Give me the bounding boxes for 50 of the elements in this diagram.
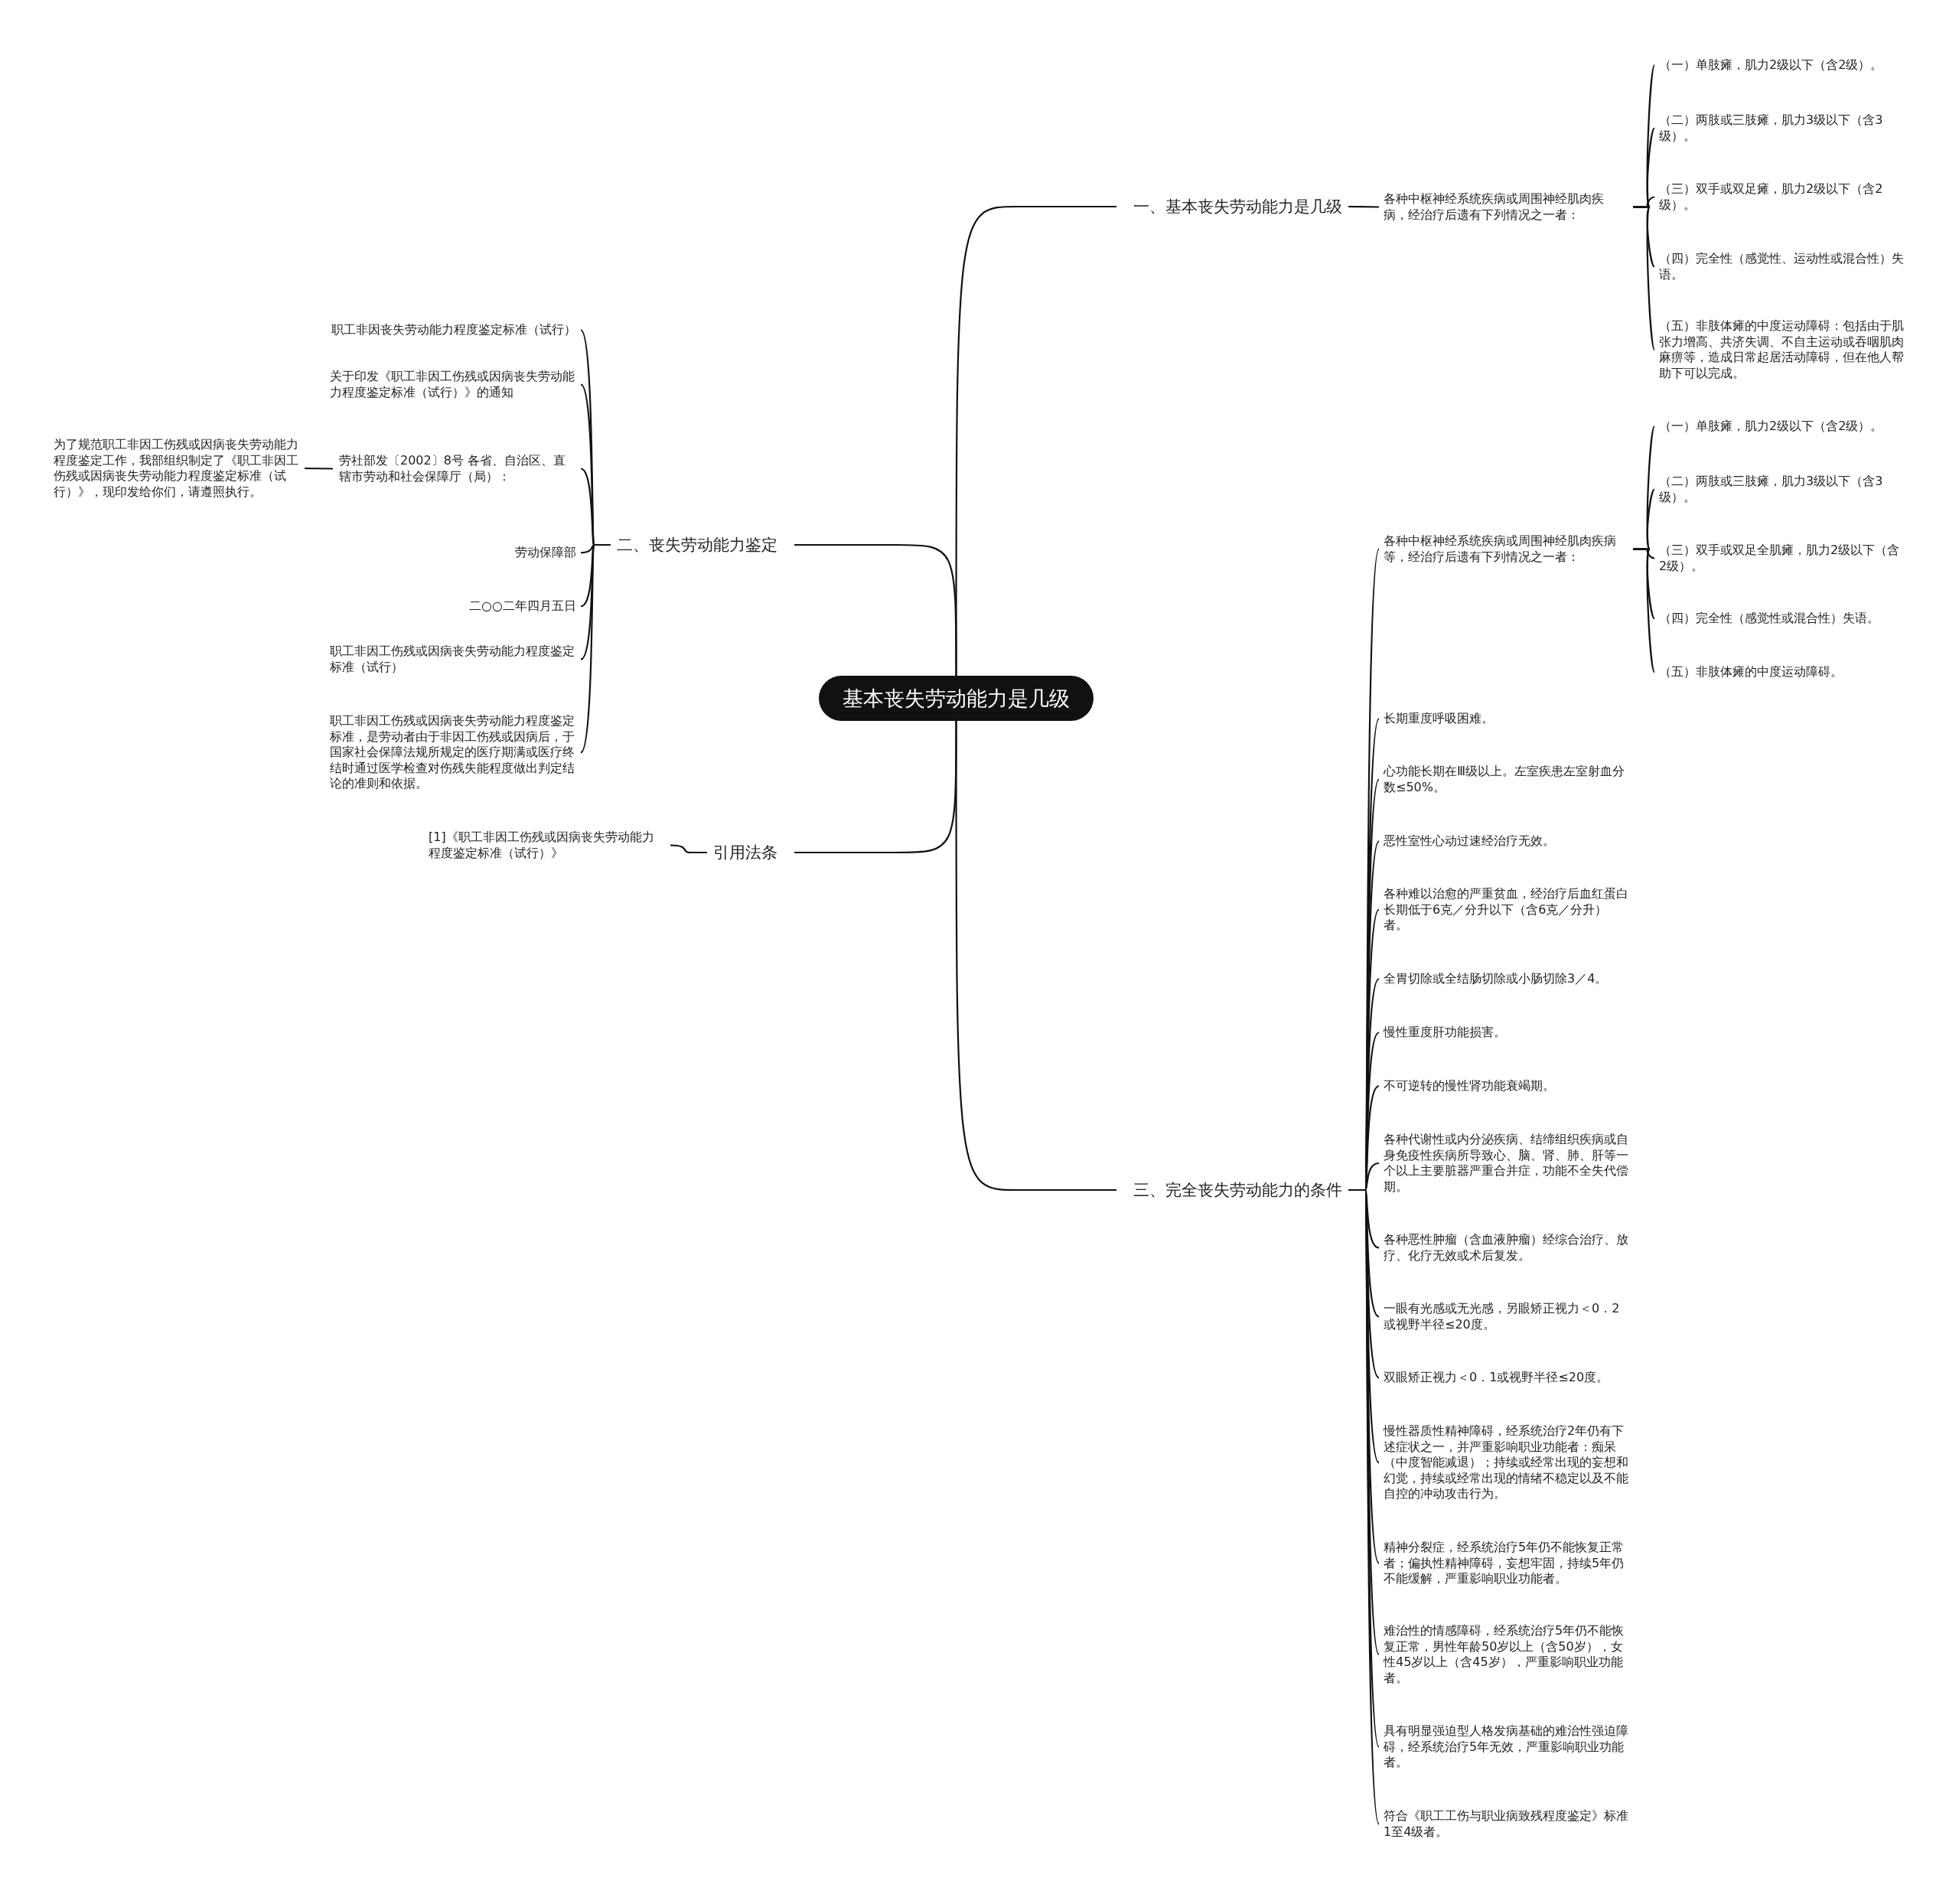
topic-text: 职工非因丧失劳动能力程度鉴定标准（试行） <box>331 322 576 338</box>
topic-text: （三）双手或双足全肌瘫，肌力2级以下（含2级）。 <box>1659 543 1905 574</box>
branch-topic: 二、丧失劳动能力鉴定 <box>617 536 777 554</box>
connector-line <box>670 844 707 854</box>
connector-line <box>1348 205 1379 208</box>
connector-line <box>1633 548 1655 673</box>
connector-line <box>794 543 957 676</box>
topic-text: 慢性重度肝功能损害。 <box>1384 1025 1506 1041</box>
topic-text: 职工非因工伤残或因病丧失劳动能力程度鉴定标准，是劳动者由于非因工伤残或因病后，于国家社会保障法规所规定的医疗期满或医疗终结时通过医学检查对伤残失能程度做出判定结论的准则和依据。 <box>330 713 576 792</box>
topic-text: [1]《职工非因工伤残或因病丧失劳动能力程度鉴定标准（试行）》 <box>429 830 666 861</box>
topic-text: 恶性室性心动过速经治疗无效。 <box>1384 833 1555 849</box>
topic-text: 二○○二年四月五日 <box>469 598 576 615</box>
connector-line <box>580 543 611 753</box>
connector-line <box>794 721 957 854</box>
topic-text: 不可逆转的慢性肾功能衰竭期。 <box>1384 1078 1555 1094</box>
branch-topic: 三、完全丧失劳动能力的条件 <box>1133 1181 1342 1199</box>
topic-text: 符合《职工工伤与职业病致残程度鉴定》标准1至4级者。 <box>1384 1808 1630 1840</box>
topic-text: 劳动保障部 <box>515 545 576 561</box>
topic-text: 各种中枢神经系统疾病或周围神经肌肉疾病等，经治疗后遗有下列情况之一者： <box>1384 533 1627 565</box>
central-topic: 基本丧失劳动能力是几级 <box>819 676 1094 721</box>
topic-text: 各种恶性肿瘤（含血液肿瘤）经综合治疗、放疗、化疗无效或术后复发。 <box>1384 1232 1630 1263</box>
topic-text: 劳社部发〔2002〕8号 各省、自治区、直辖市劳动和社会保障厅（局）： <box>339 453 576 484</box>
topic-text: （五）非肢体瘫的中度运动障碍。 <box>1659 664 1843 680</box>
topic-text: 全胃切除或全结肠切除或小肠切除3／4。 <box>1384 971 1608 987</box>
topic-text: 双眼矫正视力＜0．1或视野半径≤20度。 <box>1384 1370 1609 1386</box>
branch-topic: 引用法条 <box>713 843 777 862</box>
topic-text: 职工非因工伤残或因病丧失劳动能力程度鉴定标准（试行） <box>330 644 576 675</box>
connector-line <box>1633 206 1655 350</box>
topic-text: 具有明显强迫型人格发病基础的难治性强迫障碍，经系统治疗5年无效，严重影响职业功能者。 <box>1384 1723 1630 1771</box>
topic-text: 各种中枢神经系统疾病或周围神经肌肉疾病，经治疗后遗有下列情况之一者： <box>1384 191 1627 223</box>
branch-topic: 一、基本丧失劳动能力是几级 <box>1133 197 1342 216</box>
topic-text: 一眼有光感或无光感，另眼矫正视力＜0．2或视野半径≤20度。 <box>1384 1301 1630 1332</box>
topic-text: （三）双手或双足瘫，肌力2级以下（含2级）。 <box>1659 181 1905 213</box>
topic-text: 精神分裂症，经系统治疗5年仍不能恢复正常者；偏执性精神障碍，妄想牢固，持续5年仍不能缓解，严重影响职业功能者。 <box>1384 1540 1630 1587</box>
topic-text: 各种代谢性或内分泌疾病、结缔组织疾病或自身免疫性疾病所导致心、脑、肾、肺、肝等一个以上主要脏器严重合并症，功能不全失代偿期。 <box>1384 1132 1630 1195</box>
topic-text: （四）完全性（感觉性或混合性）失语。 <box>1659 611 1879 627</box>
topic-text: 心功能长期在Ⅲ级以上。左室疾患左室射血分数≤50%。 <box>1384 764 1630 795</box>
topic-text: （二）两肢或三肢瘫，肌力3级以下（含3级）。 <box>1659 112 1905 144</box>
topic-text: （四）完全性（感觉性、运动性或混合性）失语。 <box>1659 251 1908 282</box>
topic-text: （五）非肢体瘫的中度运动障碍：包括由于肌张力增高、共济失调、不自主运动或吞咽肌肉麻痹等，造成日常起居活动障碍，但在他人帮助下可以完成。 <box>1659 318 1908 381</box>
topic-text: （二）两肢或三肢瘫，肌力3级以下（含3级）。 <box>1659 474 1905 505</box>
topic-text: （一）单肢瘫，肌力2级以下（含2级）。 <box>1659 419 1883 435</box>
connector-line <box>305 467 333 470</box>
topic-text: 为了规范职工非因工伤残或因病丧失劳动能力程度鉴定工作，我部组织制定了《职工非因工伤残或因病丧失劳动能力程度鉴定标准（试行）》，现印发给你们，请遵照执行。 <box>54 437 300 500</box>
topic-text: 慢性器质性精神障碍，经系统治疗2年仍有下述症状之一，并严重影响职业功能者：痴呆（中度智能减退）；持续或经常出现的妄想和幻觉，持续或经常出现的情绪不稳定以及不能自控的冲动攻击行为。 <box>1384 1423 1630 1502</box>
topic-text: （一）单肢瘫，肌力2级以下（含2级）。 <box>1659 57 1883 73</box>
topic-text: 难治性的情感障碍，经系统治疗5年仍不能恢复正常，男性年龄50岁以上（含50岁），女性45岁以上（含45岁），严重影响职业功能者。 <box>1384 1623 1630 1686</box>
topic-text: 各种难以治愈的严重贫血，经治疗后血红蛋白长期低于6克／分升以下（含6克／分升）者。 <box>1384 886 1630 934</box>
topic-text: 长期重度呼吸困难。 <box>1384 711 1494 727</box>
topic-text: 关于印发《职工非因工伤残或因病丧失劳动能力程度鉴定标准（试行）》的通知 <box>330 369 576 400</box>
